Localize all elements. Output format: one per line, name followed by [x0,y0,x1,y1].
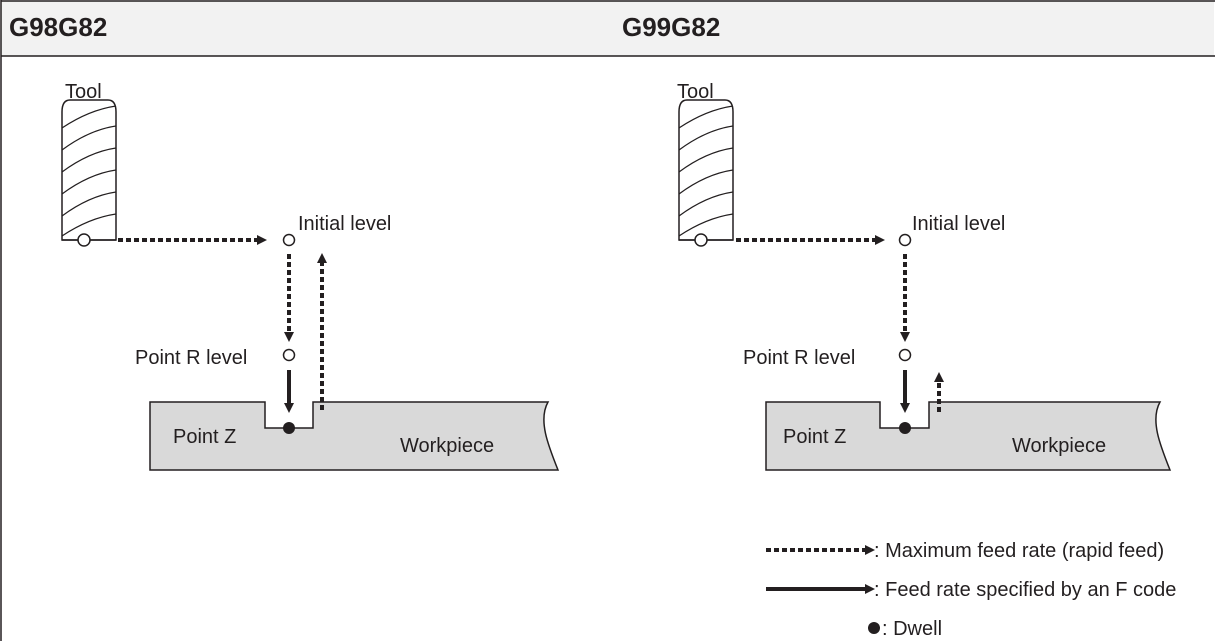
point-r-level-label: Point R level [743,347,855,369]
initial-level-point [898,233,912,247]
workpiece-label: Workpiece [400,435,494,457]
panel-heading-g98g82: G98G82 [9,12,108,42]
point-z-label: Point Z [783,426,846,448]
initial-level-point [282,233,296,247]
point-z-label: Point Z [173,426,236,448]
tool-label: Tool [65,81,102,103]
panel-g98g82: Tool Initial level Point R level Workpie… [62,81,560,471]
header-band [1,1,1214,56]
point-r-level-label: Point R level [135,347,247,369]
panel-g99g82: Tool Initial level Point R level Workpie… [677,81,1172,471]
workpiece-body [149,401,560,471]
panel-heading-g99g82: G99G82 [622,12,721,42]
dwell-point [283,422,295,434]
initial-level-label: Initial level [912,213,1005,235]
workpiece-label: Workpiece [1012,435,1106,457]
legend: : Maximum feed rate (rapid feed) : Feed … [766,540,1176,640]
dwell-point [899,422,911,434]
legend-feed-label: : Feed rate specified by an F code [874,579,1176,601]
tool-label: Tool [677,81,714,103]
initial-level-label: Initial level [298,213,391,235]
workpiece-body [765,401,1172,471]
legend-dwell-label: : Dwell [882,618,942,640]
legend-rapid-label: : Maximum feed rate (rapid feed) [874,540,1164,562]
point-r-level-point [282,348,296,362]
point-r-level-point [898,348,912,362]
legend-dwell-dot [868,622,880,634]
tool-icon [62,100,116,246]
tool-icon [679,100,733,246]
